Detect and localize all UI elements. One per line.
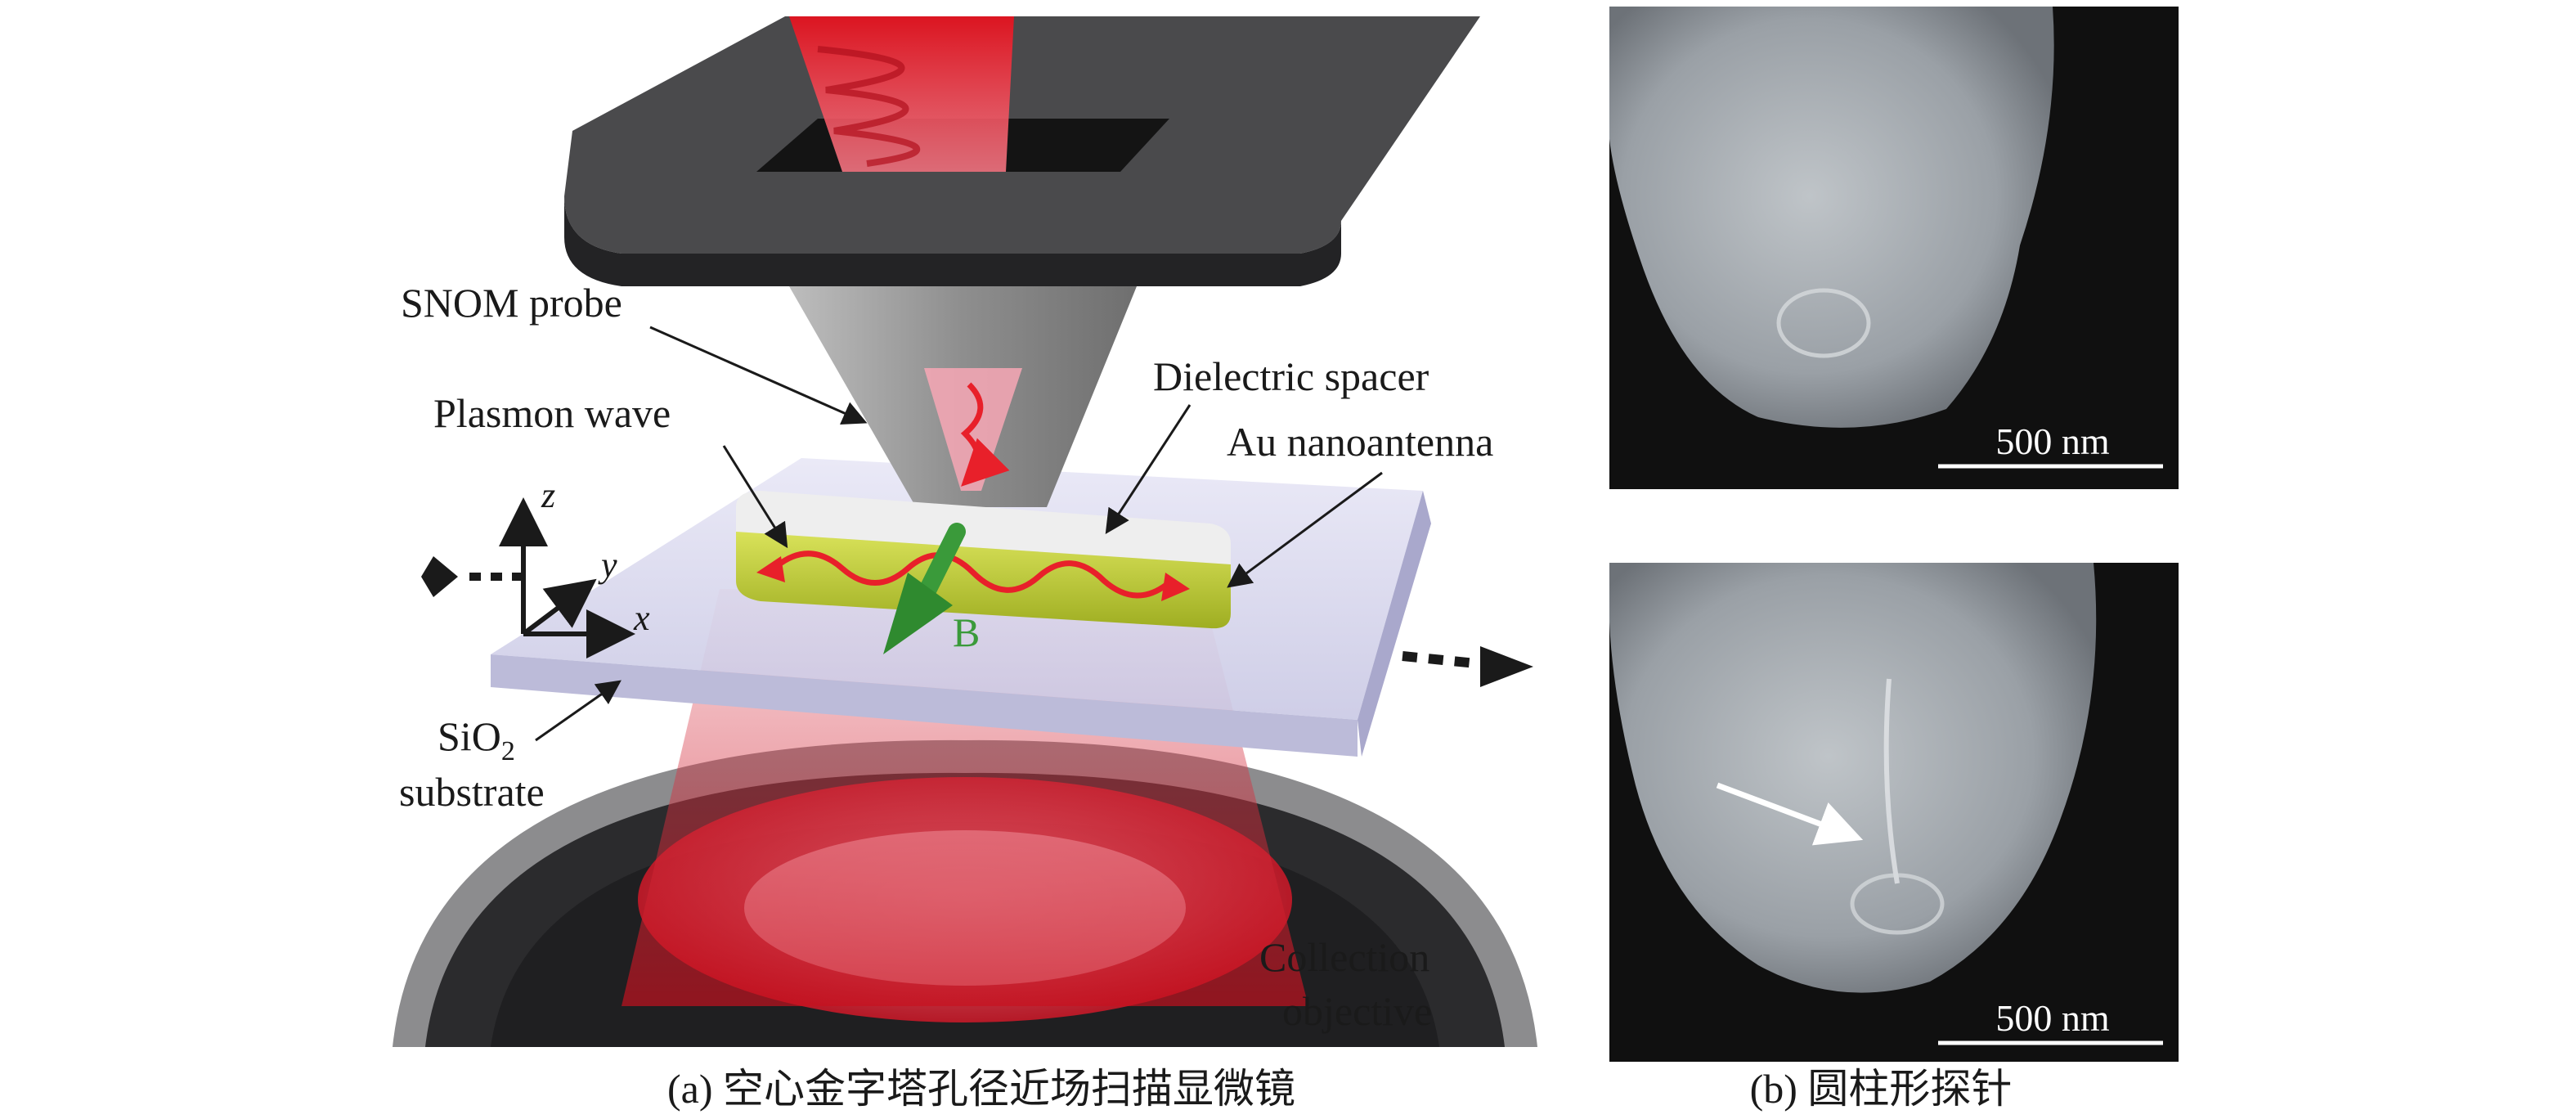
snom-probe — [789, 286, 1137, 507]
axis-label-z: z — [541, 475, 555, 515]
scale-bar-label-bottom: 500 nm — [1995, 997, 2110, 1039]
label-objective: objective — [1282, 988, 1432, 1034]
sem-image-bottom: 500 nm — [1609, 563, 2179, 1062]
leader-lines — [535, 326, 1383, 742]
panel-a-schematic: SNOM probe Dielectric spacer Plasmon wav… — [393, 16, 1537, 1112]
label-dielectric-spacer: Dielectric spacer — [1153, 353, 1429, 399]
cantilever — [564, 16, 1480, 286]
caption-a: (a) 空心金字塔孔径近场扫描显微镜 — [667, 1066, 1295, 1112]
plasmon-wave-line — [774, 551, 1172, 599]
label-snom-probe: SNOM probe — [401, 280, 622, 326]
scan-arrow-right — [1402, 646, 1533, 687]
label-au-nanoantenna: Au nanoantenna — [1227, 419, 1493, 465]
coordinate-axes — [421, 497, 635, 658]
label-sio2: SiO2 — [438, 713, 515, 766]
au-nanoantenna — [736, 491, 1231, 629]
label-b-field: B — [953, 609, 980, 655]
axis-label-y: y — [598, 545, 617, 585]
label-collection: Collection — [1259, 934, 1429, 980]
beam-oscillation — [817, 46, 921, 167]
label-plasmon-wave: Plasmon wave — [433, 390, 671, 436]
pointer-arrow — [1716, 782, 1864, 846]
b-field-arrow — [883, 523, 966, 654]
sem-image-top: 500 nm — [1609, 7, 2179, 489]
label-substrate: substrate — [399, 769, 545, 815]
caption-b: (b) 圆柱形探针 — [1750, 1066, 2013, 1112]
scale-bar-label-top: 500 nm — [1995, 420, 2110, 462]
axis-label-x: x — [633, 598, 650, 638]
panel-b-sem-images: 500 nm 500 nm (b) 圆柱形探针 — [1609, 7, 2179, 1112]
